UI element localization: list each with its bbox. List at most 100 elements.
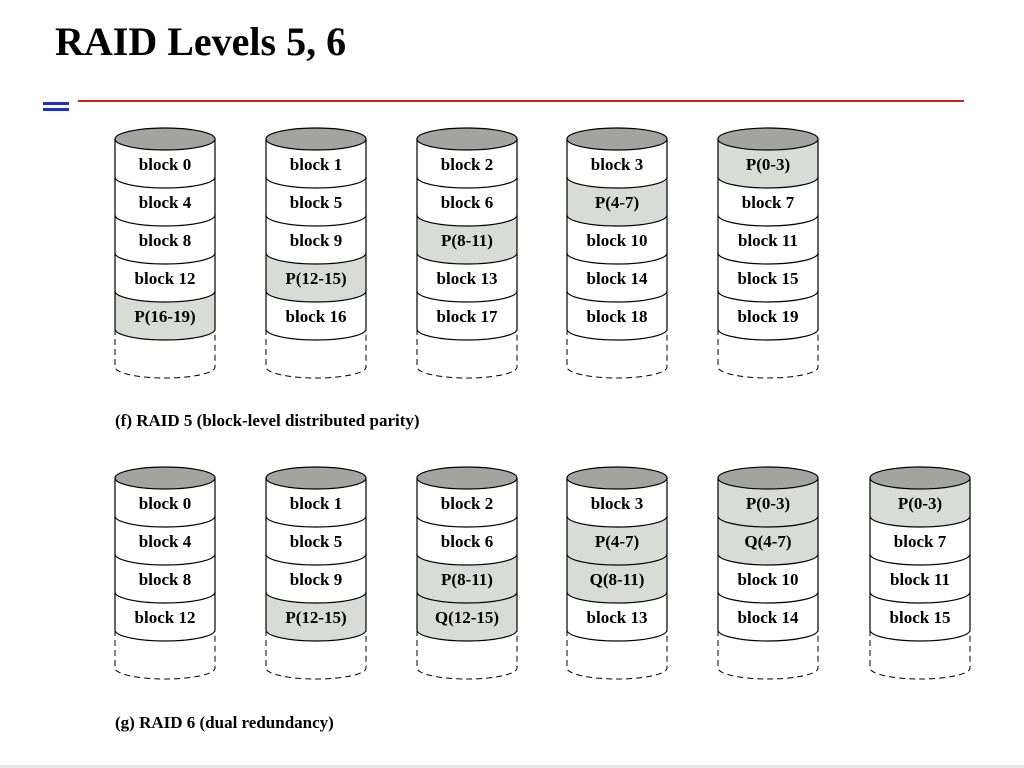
disk-empty-segment — [265, 329, 367, 379]
disk-row-fill — [718, 253, 818, 302]
disk-row-fill — [417, 554, 517, 603]
disk-4: block 3P(4-7)Q(8-11)block 13 — [566, 466, 668, 680]
data-block-label: block 11 — [738, 231, 798, 250]
disk-row-separator — [869, 591, 971, 604]
disk-empty-segment — [566, 630, 668, 680]
disk-row-fill — [115, 215, 215, 264]
disk-row-separator — [717, 515, 819, 528]
disk-top-cap — [114, 127, 216, 151]
data-block-label: block 16 — [286, 307, 347, 326]
data-block-label: block 17 — [437, 307, 498, 326]
data-block-label: block 3 — [591, 155, 643, 174]
disk-empty-segment — [114, 630, 216, 680]
disk-empty-segment — [717, 630, 819, 680]
disk-row-separator — [114, 328, 216, 341]
disk-row-separator — [566, 176, 668, 189]
disk-row-fill — [718, 215, 818, 264]
parity-block-label: P(12-15) — [285, 269, 346, 288]
data-block-label: block 6 — [441, 532, 493, 551]
parity-block-label: Q(4-7) — [744, 532, 791, 551]
disk-row-separator — [265, 290, 367, 303]
disk-row-fill — [266, 139, 366, 188]
data-block-label: block 18 — [587, 307, 648, 326]
disk-row-fill — [567, 215, 667, 264]
disk-row-separator — [114, 252, 216, 265]
disk-row-separator — [114, 176, 216, 189]
data-block-label: block 13 — [437, 269, 498, 288]
data-block-label: block 9 — [290, 231, 342, 250]
disk-row-fill — [266, 478, 366, 527]
title-accent-mark-bottom — [43, 108, 69, 111]
data-block-label: block 4 — [139, 532, 192, 551]
disk-row-fill — [417, 139, 517, 188]
data-block-label: block 5 — [290, 193, 342, 212]
disk-top-cap — [416, 127, 518, 151]
parity-block-label: P(0-3) — [746, 155, 790, 174]
disk-row-fill — [870, 516, 970, 565]
disk-row-fill — [567, 291, 667, 340]
disk-row-fill — [870, 592, 970, 641]
disk-row-separator — [717, 553, 819, 566]
data-block-label: block 10 — [738, 570, 799, 589]
data-block-label: block 14 — [738, 608, 799, 627]
parity-block-label: P(8-11) — [441, 231, 493, 250]
disk-row-separator — [566, 515, 668, 528]
title-underline — [78, 100, 964, 102]
disk-top-cap — [265, 127, 367, 151]
disk-row-fill — [718, 554, 818, 603]
data-block-label: block 14 — [587, 269, 648, 288]
disk-row-fill — [718, 516, 818, 565]
data-block-label: block 12 — [135, 608, 196, 627]
disk-row-fill — [115, 592, 215, 641]
disk-empty-segment — [416, 329, 518, 379]
disk-row-separator — [265, 252, 367, 265]
disk-empty-segment — [416, 630, 518, 680]
data-block-label: block 13 — [587, 608, 648, 627]
parity-block-label: P(4-7) — [595, 193, 639, 212]
disk-row-separator — [416, 176, 518, 189]
disk-row-separator — [416, 214, 518, 227]
disk-row-fill — [266, 291, 366, 340]
disk-empty-segment — [566, 329, 668, 379]
disk-row-separator — [717, 252, 819, 265]
disk-row-fill — [417, 516, 517, 565]
disk-row-fill — [718, 139, 818, 188]
disk-row-fill — [870, 554, 970, 603]
disk-row-separator — [114, 214, 216, 227]
disk-row-separator — [717, 591, 819, 604]
disk-row-fill — [718, 478, 818, 527]
disk-row-fill — [266, 253, 366, 302]
data-block-label: block 10 — [587, 231, 648, 250]
title-accent-mark-top — [43, 102, 69, 105]
disk-row-fill — [266, 592, 366, 641]
disk-row-fill — [115, 291, 215, 340]
data-block-label: block 11 — [890, 570, 950, 589]
data-block-label: block 5 — [290, 532, 342, 551]
disk-row-fill — [718, 291, 818, 340]
disk-row-fill — [567, 516, 667, 565]
data-block-label: block 6 — [441, 193, 493, 212]
raid6-caption: (g) RAID 6 (dual redundancy) — [115, 713, 334, 732]
disk-row-separator — [265, 328, 367, 341]
disk-row-fill — [567, 253, 667, 302]
disk-row-fill — [718, 592, 818, 641]
data-block-label: block 15 — [738, 269, 799, 288]
disk-row-separator — [114, 591, 216, 604]
disk-row-fill — [870, 478, 970, 527]
disk-row-separator — [265, 515, 367, 528]
parity-block-label: Q(8-11) — [590, 570, 645, 589]
data-block-label: block 9 — [290, 570, 342, 589]
disk-row-fill — [567, 177, 667, 226]
disk-row-fill — [417, 177, 517, 226]
disk-top-cap — [717, 466, 819, 490]
disk-top-cap — [416, 466, 518, 490]
